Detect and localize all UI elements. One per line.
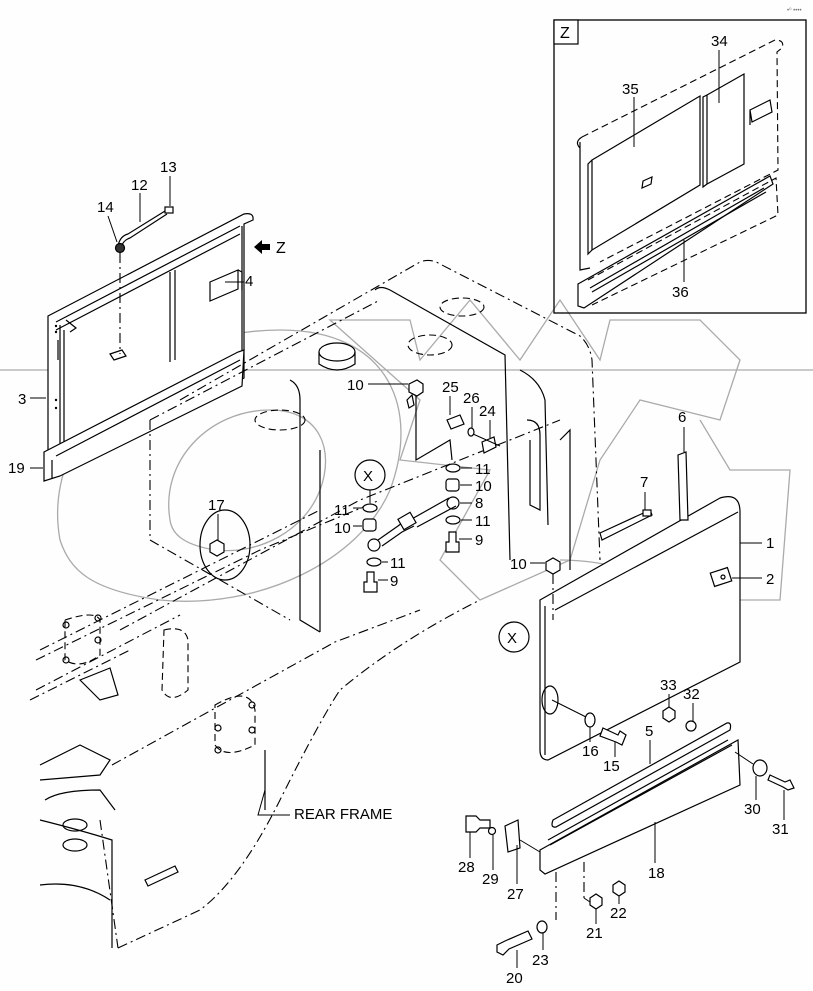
- callout-22-text: 22: [610, 905, 627, 922]
- callout-35: 35: [622, 81, 639, 98]
- callout-16: 16: [582, 743, 599, 760]
- reference-marker-x: X: [363, 468, 373, 485]
- corner-mark: •⁰ ••••: [787, 7, 802, 14]
- callout-5: 5: [645, 723, 653, 740]
- callout-20-text: 20: [506, 970, 523, 987]
- callout-9: 9: [475, 532, 483, 549]
- side-panel: 1 2 6 7 X: [498, 409, 774, 761]
- rear-frame-label: REAR FRAME: [294, 806, 392, 823]
- callout-29-text: 29: [482, 871, 499, 888]
- callout-31: 31: [772, 821, 789, 838]
- callout-33: 33: [660, 677, 677, 694]
- step-assembly: 16 15 33 32 5 18 30 31 28 29 29: [458, 677, 795, 987]
- inset-view-z: Z 35 34 36: [553, 19, 807, 314]
- inset-title-box: [553, 19, 579, 45]
- callout-15: 15: [603, 758, 620, 775]
- callout-19: 19: [8, 460, 25, 477]
- callout-6: 6: [678, 409, 686, 426]
- callout-8: 8: [475, 495, 483, 512]
- callout-32: 32: [683, 686, 700, 703]
- main-housing: [29, 259, 601, 701]
- callout-2: 2: [766, 571, 774, 588]
- callout-9: 9: [390, 573, 398, 590]
- callout-11: 11: [334, 502, 350, 519]
- rear-frame: REAR FRAME: [35, 499, 481, 949]
- callout-26: 26: [463, 390, 480, 407]
- callout-11: 11: [475, 461, 491, 478]
- callout-17: 17: [208, 497, 225, 514]
- callout-10: 10: [510, 556, 527, 573]
- callout-36: 36: [672, 284, 689, 301]
- callout-23-text: 23: [532, 952, 549, 969]
- inset-title: Z: [560, 25, 570, 42]
- callout-12: 12: [131, 177, 148, 194]
- callout-27-text: 27: [507, 886, 524, 903]
- callout-7: 7: [640, 474, 648, 491]
- callout-11: 11: [390, 555, 406, 572]
- gas-spring-hardware: X 10 25 26 24 11 10 8 11: [208, 377, 561, 620]
- callout-18: 18: [648, 865, 665, 882]
- callout-25: 25: [442, 379, 459, 396]
- callout-10: 10: [475, 478, 492, 495]
- callout-10: 10: [334, 520, 351, 537]
- callout-30: 30: [744, 801, 761, 818]
- callout-34: 34: [711, 33, 728, 50]
- view-arrow-icon: [254, 240, 270, 254]
- callout-14: 14: [97, 199, 114, 216]
- callout-11: 11: [475, 513, 491, 530]
- callout-10: 10: [347, 377, 364, 394]
- callout-21-text: 21: [586, 925, 603, 942]
- callout-28: 28: [458, 859, 475, 876]
- callout-4: 4: [245, 273, 253, 290]
- callout-13: 13: [160, 159, 177, 176]
- view-arrow-label: Z: [276, 240, 286, 257]
- callout-3: 3: [18, 391, 26, 408]
- reference-marker-x: X: [507, 630, 517, 647]
- callout-1: 1: [766, 535, 774, 552]
- callout-24: 24: [479, 403, 496, 420]
- window-frame-assembly: 4 Z 3 12 13 14 19: [8, 159, 286, 482]
